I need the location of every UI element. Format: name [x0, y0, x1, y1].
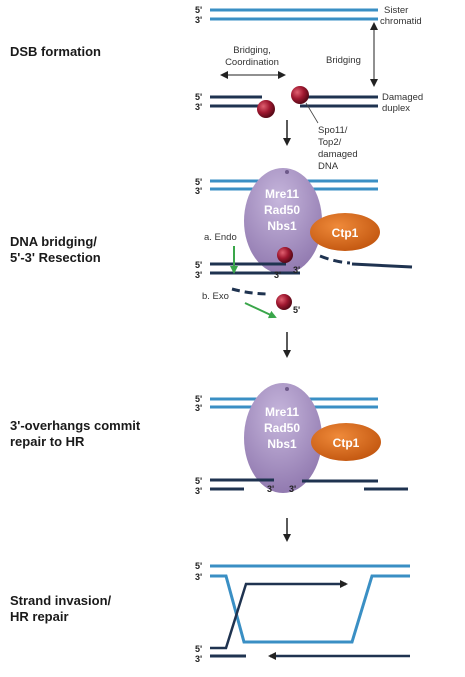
adduct-right [291, 86, 309, 104]
stage-label-line: 5'-3' Resection [10, 250, 101, 265]
damaged-duplex [210, 95, 378, 108]
overhang-duplex [210, 478, 408, 491]
strand-bottom-right [351, 262, 413, 269]
adduct-left [257, 100, 275, 118]
stage-label-strand-invasion: Strand invasion/ HR repair [10, 593, 111, 625]
stage-label-line: DNA bridging/ [10, 234, 97, 249]
end-label-5: 5' [195, 561, 202, 571]
mrn-complex [244, 168, 322, 274]
stage-label-line: repair to HR [10, 434, 85, 449]
invading-strand [210, 580, 348, 650]
end-label-3: 3' [195, 654, 202, 664]
stage-label-line: HR repair [10, 609, 69, 624]
nbs1-label: Nbs1 [267, 437, 297, 451]
spo11-label-line1: Spo11/ [318, 125, 348, 136]
end-label-3: 3' [195, 572, 202, 582]
endo-label: a. Endo [204, 232, 237, 243]
ctp1-label: Ctp1 [333, 436, 360, 450]
end-label-5: 5' [195, 177, 202, 187]
end-label-3: 3' [195, 15, 202, 25]
adduct-released [276, 294, 292, 310]
sister-label-line1: Sister [384, 5, 408, 16]
end-label-5: 5' [195, 476, 202, 486]
end-label-3: 3' [195, 486, 202, 496]
end-label-5: 5' [195, 5, 202, 15]
complex-dot [285, 387, 289, 391]
invasion-structure [210, 564, 410, 660]
end-label-3: 3' [195, 102, 202, 112]
nbs1-label: Nbs1 [267, 219, 297, 233]
stage-label-line: Strand invasion/ [10, 593, 112, 608]
stage-label-overhangs: 3'-overhangs commit repair to HR [10, 418, 140, 450]
end-label-5: 5' [195, 92, 202, 102]
mre11-label: Mre11 [265, 405, 299, 419]
sister-label-line2: chromatid [380, 16, 422, 27]
end-label-3: 3' [195, 403, 202, 413]
exo-arrow [244, 302, 277, 319]
stage-label-line: 3'-overhangs commit [10, 418, 141, 433]
adduct-bound [277, 247, 293, 263]
bridging-label: Bridging [326, 55, 361, 66]
ctp1-protein [311, 423, 381, 461]
bridging-coordination-label-line2: Coordination [225, 57, 279, 68]
resected-strand-right [319, 254, 351, 265]
end-label-3: 3' [195, 270, 202, 280]
stage-label-dsb-formation: DSB formation [10, 44, 101, 60]
end-label-5: 5' [195, 644, 202, 654]
spo11-label-line2: Top2/ [318, 137, 342, 148]
complex-dot [285, 170, 289, 174]
end-label-3: 3' [274, 270, 281, 280]
exo-label: b. Exo [202, 291, 229, 302]
end-label-3: 3' [267, 484, 274, 494]
rad50-label: Rad50 [264, 203, 300, 217]
spo11-leader-line [305, 102, 319, 124]
damaged-label-line2: duplex [382, 103, 410, 114]
end-label-5: 5' [195, 260, 202, 270]
sister-strand-displaced [210, 574, 410, 644]
ctp1-protein [310, 213, 380, 251]
end-label-5: 5' [195, 394, 202, 404]
mre11-label: Mre11 [265, 187, 299, 201]
sister-chromatid [210, 8, 378, 21]
bridging-coordination-label-line1: Bridging, [233, 45, 271, 56]
end-label-3: 3' [293, 265, 300, 275]
rad50-label: Rad50 [264, 421, 300, 435]
damaged-label-line1: Damaged [382, 92, 423, 103]
end-label-3: 3' [289, 484, 296, 494]
spo11-label-line4: DNA [318, 161, 339, 172]
nicked-strand [231, 287, 271, 296]
spo11-label-line3: damaged [318, 149, 358, 160]
resected-duplex [210, 254, 413, 296]
stage-label-line: DSB formation [10, 44, 101, 59]
stage-label-resection: DNA bridging/ 5'-3' Resection [10, 234, 101, 266]
end-label-3: 3' [195, 186, 202, 196]
ctp1-label: Ctp1 [332, 226, 359, 240]
mrn-complex [244, 383, 322, 493]
end-label-5: 5' [293, 305, 300, 315]
